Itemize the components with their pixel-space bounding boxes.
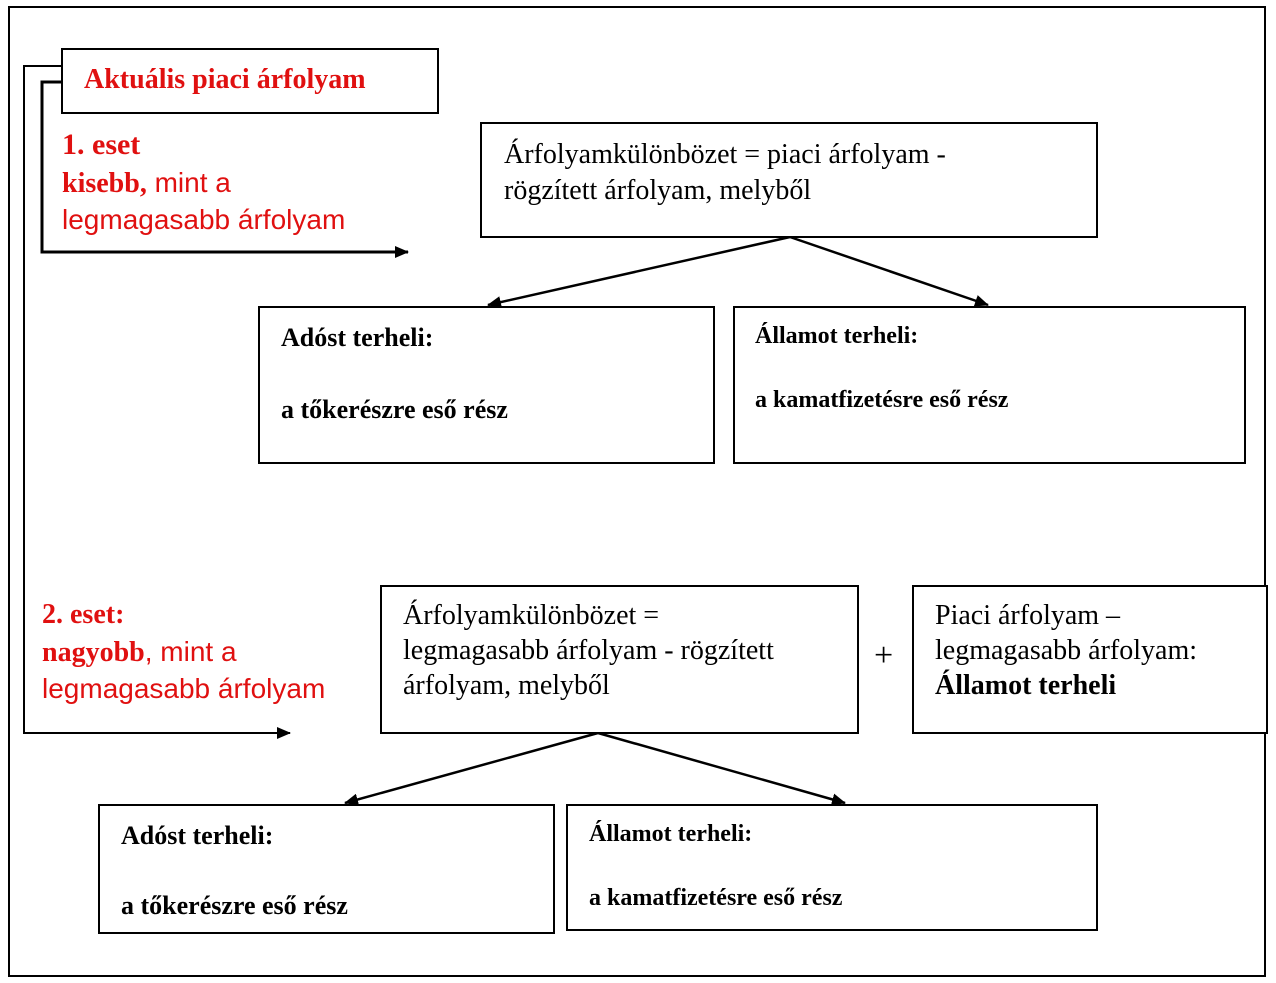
case1-arrow-debtor: [487, 235, 791, 308]
case2-heading: 2. eset:: [42, 599, 125, 630]
case2-state-title: Államot terheli:: [589, 821, 753, 847]
case1-difference-line1: Árfolyamkülönbözet = piaci árfolyam -: [504, 139, 946, 170]
case1-condition-line2: legmagasabb árfolyam: [62, 204, 346, 235]
case2-difference-line2: legmagasabb árfolyam - rögzített: [403, 635, 774, 666]
case2-debtor-title: Adóst terheli:: [121, 821, 274, 850]
case1-connector: [40, 80, 409, 258]
case2-state-desc: a kamatfizetésre eső rész: [589, 885, 843, 911]
case2-debtor-box: Adóst terheli: a tőkerészre eső rész: [98, 804, 555, 934]
case2-excess-line1: Piaci árfolyam –: [935, 600, 1121, 631]
case2-excess-line3: Államot terheli: [935, 670, 1117, 701]
outer-frame: [8, 6, 1266, 977]
case1-condition-bold: kisebb,: [62, 168, 147, 199]
case1-condition-rest: mint a: [146, 167, 231, 198]
case2-condition-rest: , mint a: [144, 636, 237, 667]
case1-difference-box: Árfolyamkülönbözet = piaci árfolyam - rö…: [480, 122, 1098, 238]
case1-debtor-desc: a tőkerészre eső rész: [281, 395, 508, 424]
case1-condition: kisebb, mint a: [62, 166, 231, 201]
case2-condition-bold: nagyobb: [42, 637, 145, 668]
case2-debtor-desc: a tőkerészre eső rész: [121, 891, 348, 920]
case1-difference-line2: rögzített árfolyam, melyből: [504, 175, 812, 206]
case1-state-desc: a kamatfizetésre eső rész: [755, 387, 1009, 413]
case1-state-title: Államot terheli:: [755, 323, 919, 349]
case1-debtor-title: Adóst terheli:: [281, 323, 434, 352]
case2-condition: nagyobb, mint a: [42, 635, 237, 670]
case1-arrow-state: [789, 235, 989, 307]
case2-difference-line1: Árfolyamkülönbözet =: [403, 600, 660, 631]
case1-state-box: Államot terheli: a kamatfizetésre eső ré…: [733, 306, 1246, 464]
case2-arrow-state: [597, 731, 846, 806]
case2-excess-line2: legmagasabb árfolyam:: [935, 635, 1198, 666]
current-rate-box: Aktuális piaci árfolyam: [61, 48, 439, 114]
case2-arrow-debtor: [344, 731, 599, 806]
case2-state-box: Államot terheli: a kamatfizetésre eső ré…: [566, 804, 1098, 931]
case2-connector: [23, 65, 291, 739]
case2-difference-box: Árfolyamkülönbözet = legmagasabb árfolya…: [380, 585, 859, 734]
plus-sign: +: [874, 637, 894, 674]
case2-excess-box: Piaci árfolyam – legmagasabb árfolyam: Á…: [912, 585, 1268, 734]
case2-difference-line3: árfolyam, melyből: [403, 670, 610, 701]
current-rate-label: Aktuális piaci árfolyam: [84, 64, 366, 95]
case1-debtor-box: Adóst terheli: a tőkerészre eső rész: [258, 306, 715, 464]
case2-condition-line2: legmagasabb árfolyam: [42, 673, 326, 704]
case1-heading: 1. eset: [62, 128, 141, 161]
